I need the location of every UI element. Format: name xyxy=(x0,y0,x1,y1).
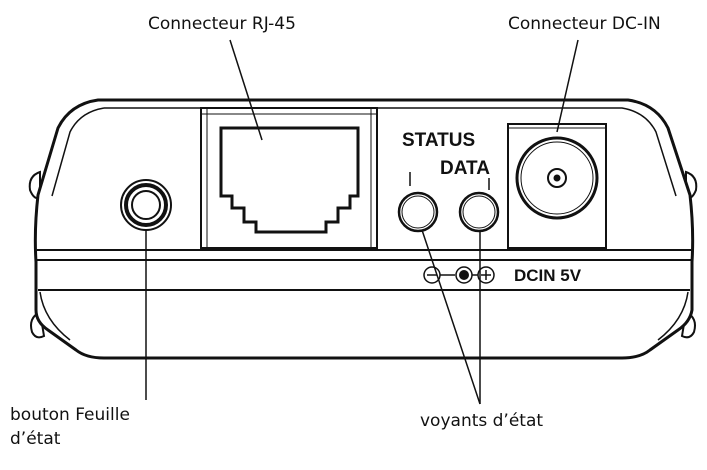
rj45-callout: Connecteur RJ-45 xyxy=(148,14,296,34)
rj45-port[interactable] xyxy=(200,107,378,249)
leader-lines xyxy=(145,39,579,405)
dot-circle-icon xyxy=(455,266,473,284)
plus-circle-icon xyxy=(477,266,495,284)
status-button-callout-line2: d’état xyxy=(10,429,61,449)
status-sheet-button[interactable] xyxy=(120,179,172,231)
status-panel-label: STATUS xyxy=(402,130,475,151)
status-led xyxy=(397,172,439,233)
power-rating-label: DCIN 5V xyxy=(514,266,582,285)
leds-callout: voyants d’état xyxy=(420,411,543,431)
data-panel-label: DATA xyxy=(440,158,490,179)
data-led xyxy=(458,178,500,233)
dcin-callout: Connecteur DC-IN xyxy=(508,14,661,34)
dcin-port[interactable] xyxy=(507,123,607,249)
status-button-callout-line1: bouton Feuille xyxy=(10,405,130,425)
